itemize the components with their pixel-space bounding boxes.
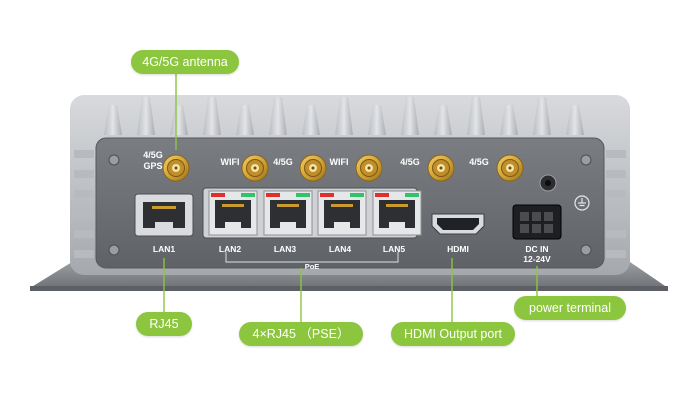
heatsink-fin <box>302 105 320 135</box>
poe-rj45-port <box>263 190 313 236</box>
heatsink-fin-left <box>74 250 94 258</box>
label-lan4: LAN4 <box>329 244 351 254</box>
callout-poe-ports: 4×RJ45 （PSE） <box>239 322 363 346</box>
heatsink-fin <box>467 97 485 135</box>
heatsink-fin <box>203 97 221 135</box>
ground-icon <box>574 195 590 211</box>
poe-port-block <box>202 187 422 263</box>
heatsink-fin <box>566 105 584 135</box>
label-ant1: 4/5G <box>143 150 163 160</box>
heatsink-fin-right <box>606 170 626 178</box>
dc-terminal <box>512 204 562 240</box>
heatsink-fin <box>170 105 188 135</box>
callout-power: power terminal <box>514 296 626 320</box>
leader-lines <box>163 70 538 322</box>
heatsink-fin <box>104 105 122 135</box>
label-lan3: LAN3 <box>274 244 296 254</box>
heatsink-fins-side <box>74 150 626 258</box>
sma-connector <box>355 154 383 182</box>
sma-connector <box>427 154 455 182</box>
label-dc-in: DC IN <box>525 244 548 254</box>
callout-antenna: 4G/5G antenna <box>131 50 239 74</box>
heatsink-fin <box>137 97 155 135</box>
heatsink-fin-right <box>606 250 626 258</box>
heatsink-fin-right <box>606 210 626 218</box>
callout-hdmi: HDMI Output port <box>391 322 515 346</box>
poe-rj45-port <box>208 190 258 236</box>
sma-connector <box>496 154 524 182</box>
heatsink-fin <box>269 97 287 135</box>
label-poe: PoE <box>305 262 320 271</box>
label-lan2: LAN2 <box>219 244 241 254</box>
heatsink-fin <box>533 97 551 135</box>
sma-connector <box>162 154 190 182</box>
hdmi-port <box>431 213 485 235</box>
heatsink-fin-right <box>606 190 626 198</box>
label-wifi-2: WIFI <box>330 157 349 167</box>
label-dc-voltage: 12-24V <box>523 254 551 264</box>
heatsink-fin-right <box>606 230 626 238</box>
label-ant5: 4/5G <box>400 157 420 167</box>
heatsink-fin-left <box>74 210 94 218</box>
heatsink-fin <box>500 105 518 135</box>
lan1-port <box>134 193 194 237</box>
sma-connector <box>241 154 269 182</box>
label-ant6: 4/5G <box>469 157 489 167</box>
heatsink-fin <box>434 105 452 135</box>
heatsink-fin-right <box>606 150 626 158</box>
poe-rj45-port <box>317 190 367 236</box>
poe-rj45-port <box>372 190 422 236</box>
label-wifi-1: WIFI <box>221 157 240 167</box>
label-ant3: 4/5G <box>273 157 293 167</box>
heatsink-fin-left <box>74 230 94 238</box>
heatsink-fin-left <box>74 190 94 198</box>
heatsink-fin-left <box>74 170 94 178</box>
label-lan5: LAN5 <box>383 244 405 254</box>
heatsink-fin-left <box>74 150 94 158</box>
heatsink-fin <box>368 105 386 135</box>
heatsink-fin <box>335 97 353 135</box>
callout-rj45: RJ45 <box>136 312 192 336</box>
label-hdmi: HDMI <box>447 244 469 254</box>
label-lan1: LAN1 <box>153 244 175 254</box>
antenna-connectors <box>162 154 524 182</box>
heatsink-fin <box>401 97 419 135</box>
audio-jack <box>539 174 557 192</box>
sma-connector <box>299 154 327 182</box>
label-gps: GPS <box>143 161 162 171</box>
heatsink-fins-top <box>104 97 584 135</box>
heatsink-fin <box>236 105 254 135</box>
panel-labels: 4/5G GPS WIFI 4/5G WIFI 4/5G 4/5G LAN1 L… <box>143 150 551 271</box>
